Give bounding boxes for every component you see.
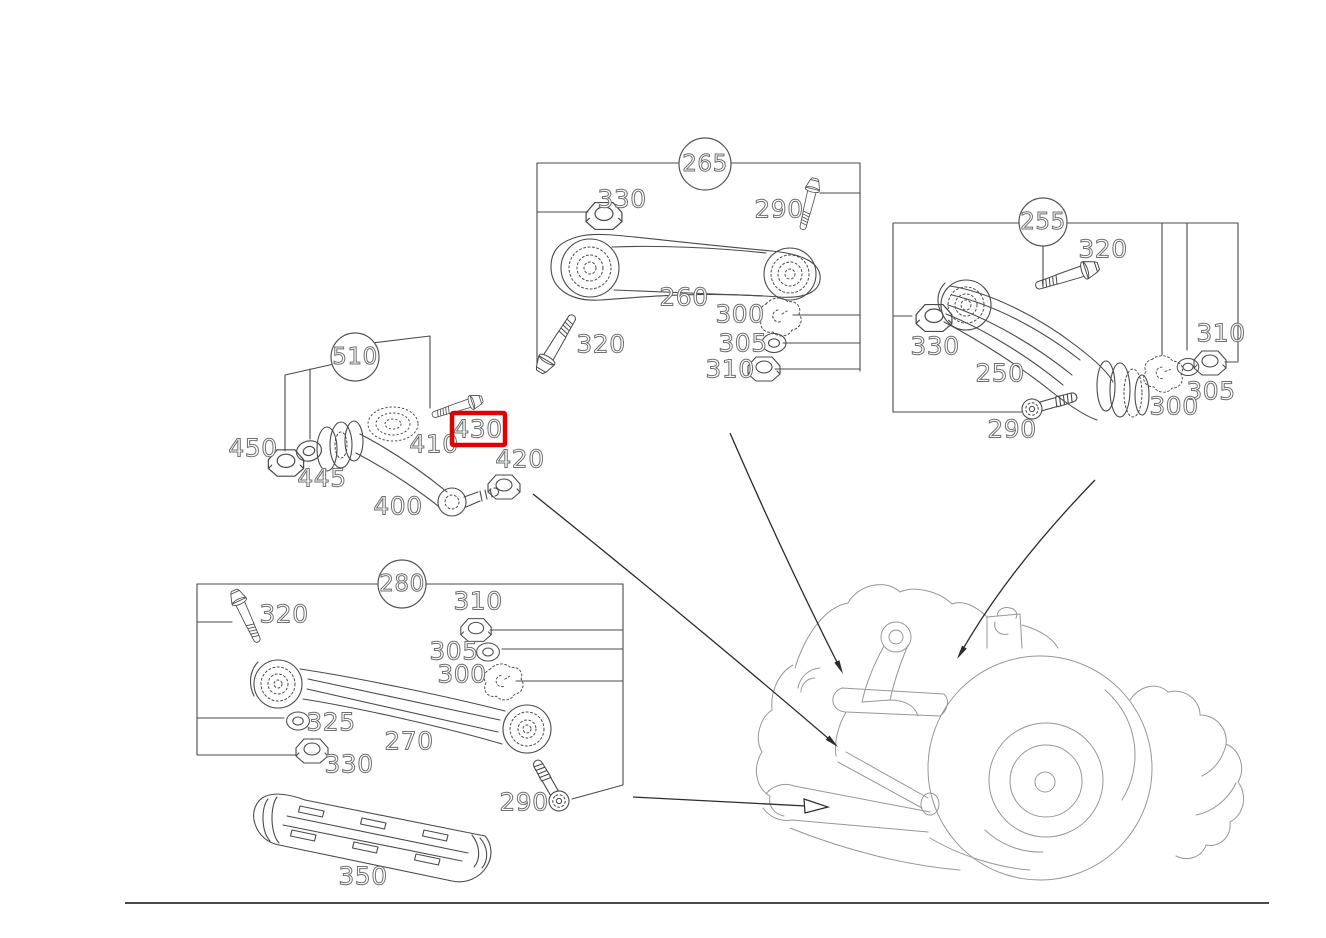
- part-callout-305[interactable]: 305: [429, 636, 479, 666]
- group-circle-265[interactable]: [678, 137, 732, 191]
- part-callout-290[interactable]: 290: [499, 787, 549, 817]
- part-callout-300[interactable]: 300: [715, 299, 765, 329]
- part-callout-330[interactable]: 330: [910, 331, 960, 361]
- part-retainer: [1140, 352, 1187, 396]
- part-retainer: [483, 663, 524, 701]
- part-callout-290[interactable]: 290: [754, 194, 804, 224]
- part-washer: [476, 642, 500, 662]
- leader-arrow-255: [958, 479, 1096, 657]
- group-280: 280 320 310 305 300 325 270 330 290: [196, 559, 624, 817]
- part-callout-300[interactable]: 300: [1149, 391, 1199, 421]
- part-callout-400[interactable]: 400: [373, 491, 423, 521]
- part-callout-430-selected[interactable]: 430: [453, 414, 503, 444]
- part-bolt: [531, 310, 582, 378]
- axle-carrier-sketch: [755, 584, 1245, 881]
- part-callout-305[interactable]: 305: [1186, 376, 1236, 406]
- group-510: 510 450 445 400 410 430 420: [228, 332, 545, 521]
- red-highlight-box: [449, 410, 508, 448]
- part-callout-305[interactable]: 305: [718, 328, 768, 358]
- leader-arrow-280-head: [803, 798, 831, 814]
- part-callout-330[interactable]: 330: [597, 184, 647, 214]
- group-circle-510[interactable]: [330, 332, 380, 382]
- part-callout-450[interactable]: 450: [228, 433, 278, 463]
- group-number-255[interactable]: 255: [1020, 209, 1066, 236]
- part-callout-270[interactable]: 270: [384, 726, 434, 756]
- part-nut: [1193, 350, 1227, 376]
- part-callout-320[interactable]: 320: [259, 599, 309, 629]
- part-arm-270: [249, 659, 552, 754]
- part-callout-330[interactable]: 330: [324, 749, 374, 779]
- group-number-265[interactable]: 265: [682, 151, 728, 178]
- part-nut: [295, 738, 329, 764]
- group-510-leaders: [284, 335, 431, 452]
- group-circle-255[interactable]: [1018, 197, 1068, 247]
- part-callout-290[interactable]: 290: [987, 414, 1037, 444]
- leader-arrow-265: [729, 432, 842, 671]
- part-callout-445[interactable]: 445: [297, 463, 347, 493]
- part-arm-250: [937, 279, 1150, 421]
- part-bushing-410: [367, 406, 419, 442]
- part-callout-260[interactable]: 260: [659, 282, 709, 312]
- group-number-510[interactable]: 510: [332, 344, 378, 371]
- group-number-280[interactable]: 280: [379, 571, 425, 598]
- part-callout-310[interactable]: 310: [1196, 318, 1246, 348]
- part-callout-320[interactable]: 320: [1078, 234, 1128, 264]
- part-callout-310[interactable]: 310: [705, 354, 755, 384]
- leader-arrow-280: [632, 796, 807, 807]
- part-arm-260: [550, 233, 821, 301]
- group-265: 265 330 290 260 320 300 305 310: [531, 137, 861, 384]
- leader-arrows: [532, 432, 1096, 814]
- part-callout-250[interactable]: 250: [975, 358, 1025, 388]
- group-255: 255 320 330 250 290 310 305 300: [892, 197, 1246, 444]
- part-nut: [915, 303, 953, 333]
- part-callout-350[interactable]: 350: [338, 861, 388, 891]
- part-callout-320[interactable]: 320: [576, 329, 626, 359]
- part-callout-325[interactable]: 325: [306, 707, 356, 737]
- group-circle-280[interactable]: [377, 559, 427, 609]
- part-arm-400: [316, 420, 500, 517]
- part-cover-350: 350: [253, 793, 492, 891]
- part-callout-420[interactable]: 420: [495, 444, 545, 474]
- part-callout-300[interactable]: 300: [437, 659, 487, 689]
- part-washer-445: [293, 437, 325, 465]
- part-nut-420: [487, 474, 521, 500]
- part-callout-310[interactable]: 310: [453, 586, 503, 616]
- leader-arrow-510: [532, 493, 837, 746]
